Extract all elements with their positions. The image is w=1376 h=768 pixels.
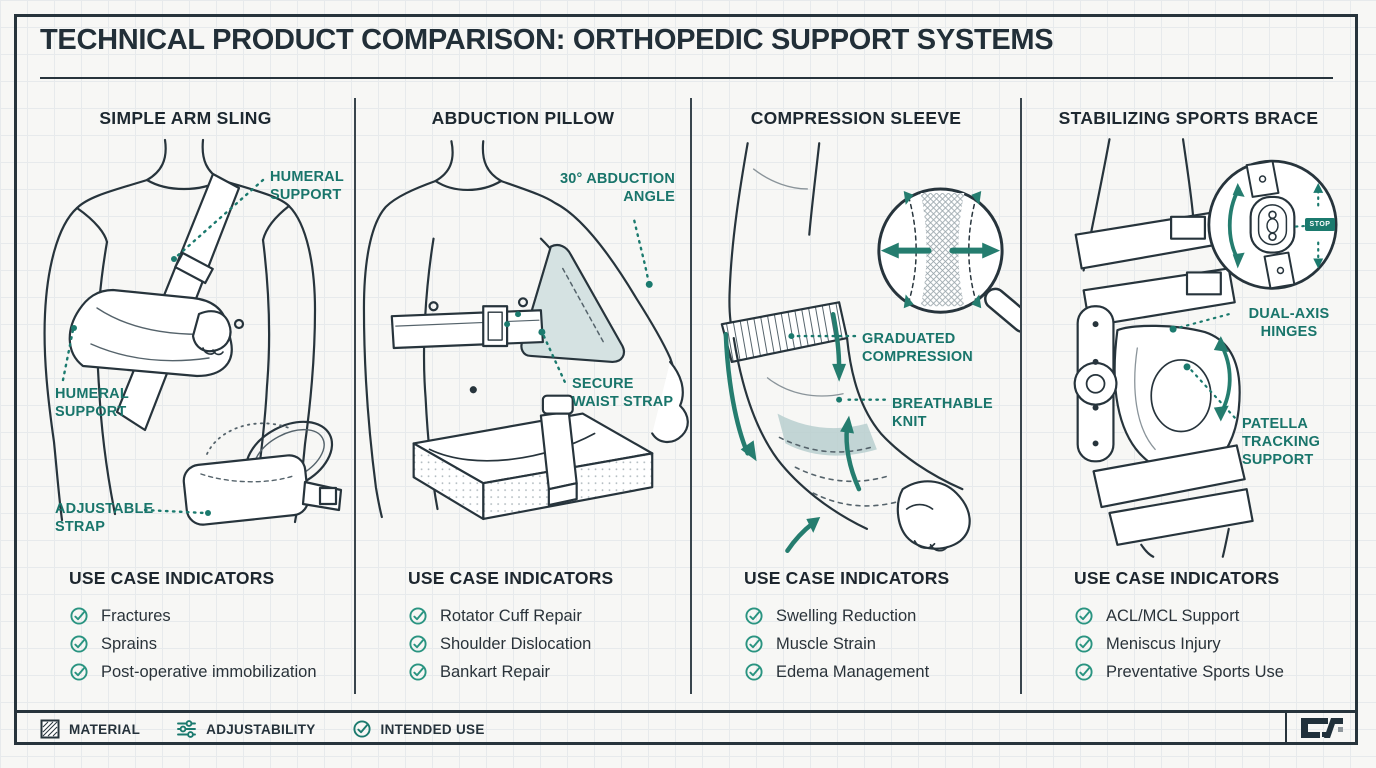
callout-graduated-compression: GRADUATED COMPRESSION [862, 331, 973, 366]
use-case-title: USE CASE INDICATORS [408, 568, 614, 588]
use-case-item: Fractures [69, 602, 348, 630]
title-underline [40, 77, 1333, 79]
legend-label: ADJUSTABILITY [206, 721, 316, 737]
callout-humeral-support-left: HUMERAL SUPPORT [55, 386, 129, 421]
use-case-item: Edema Management [744, 658, 1014, 686]
use-case-label: Post-operative immobilization [101, 662, 317, 681]
use-case-label: Muscle Strain [776, 634, 876, 653]
use-case-section: USE CASE INDICATORS Rotator Cuff Repair … [408, 568, 684, 686]
use-case-label: Edema Management [776, 662, 930, 681]
legend-item-intended-use: INTENDED USE [352, 719, 485, 739]
footer-divider [17, 710, 1355, 713]
callout-humeral-support-upper: HUMERAL SUPPORT [270, 169, 344, 204]
use-case-section: USE CASE INDICATORS Swelling Reduction M… [744, 568, 1014, 686]
check-circle-icon [409, 635, 427, 653]
use-case-label: Sprains [101, 634, 157, 653]
legend-item-adjustability: ADJUSTABILITY [176, 719, 315, 739]
use-case-label: Bankart Repair [440, 662, 551, 681]
use-case-item: ACL/MCL Support [1074, 602, 1349, 630]
logo-cell-divider [1285, 712, 1287, 743]
page-title: TECHNICAL PRODUCT COMPARISON: ORTHOPEDIC… [40, 24, 1054, 56]
column-header: ABDUCTION PILLOW [431, 108, 615, 128]
callout-dual-axis-hinges: DUAL-AXIS HINGES [1248, 306, 1330, 341]
use-case-item: Meniscus Injury [1074, 630, 1349, 658]
use-case-item: Post-operative immobilization [69, 658, 348, 686]
check-circle-icon [1075, 663, 1093, 681]
use-case-label: ACL/MCL Support [1106, 606, 1240, 625]
check-circle-icon [745, 663, 763, 681]
legend-item-material: MATERIAL [40, 719, 140, 739]
check-circle-icon [409, 663, 427, 681]
compression-sleeve-illustration [720, 142, 1020, 553]
comparison-columns: SIMPLE ARM SLING [17, 98, 1355, 694]
check-circle-icon [409, 607, 427, 625]
column-header: SIMPLE ARM SLING [99, 108, 272, 128]
callout-breathable-knit: BREATHABLE KNIT [892, 396, 993, 431]
column-compression-sleeve: COMPRESSION SLEEVE [690, 98, 1020, 694]
column-header: COMPRESSION SLEEVE [750, 108, 962, 128]
use-case-label: Swelling Reduction [776, 606, 917, 625]
use-case-label: Rotator Cuff Repair [440, 606, 582, 625]
use-case-label: Shoulder Dislocation [440, 634, 592, 653]
use-case-title: USE CASE INDICATORS [69, 568, 275, 588]
intended-use-check-icon [352, 720, 371, 738]
use-case-item: Muscle Strain [744, 630, 1014, 658]
use-case-label: Preventative Sports Use [1106, 662, 1284, 681]
use-case-item: Swelling Reduction [744, 602, 1014, 630]
outer-frame [14, 14, 1358, 745]
arm-sling-illustration [43, 138, 343, 526]
hinge-stop-label: STOP [1305, 218, 1335, 231]
use-case-item: Bankart Repair [408, 658, 684, 686]
use-case-item: Preventative Sports Use [1074, 658, 1349, 686]
callout-abduction-angle: 30° ABDUCTION ANGLE [559, 171, 675, 206]
check-circle-icon [1075, 607, 1093, 625]
check-circle-icon [70, 635, 88, 653]
column-abduction-pillow: ABDUCTION PILLOW [354, 98, 690, 694]
column-stabilizing-sports-brace: STABILIZING SPORTS BRACE [1020, 98, 1355, 694]
use-case-label: Fractures [101, 606, 171, 625]
abduction-pillow-illustration [362, 140, 689, 521]
material-swatch-icon [40, 719, 60, 739]
callout-patella-tracking-support: PATELLA TRACKING SUPPORT [1242, 416, 1321, 469]
knee-brace-illustration [1073, 138, 1338, 558]
check-circle-icon [70, 607, 88, 625]
use-case-section: USE CASE INDICATORS ACL/MCL Support Meni… [1074, 568, 1349, 686]
brand-logo-icon [1301, 718, 1343, 738]
legend-label: MATERIAL [69, 721, 141, 737]
check-circle-icon [70, 663, 88, 681]
check-circle-icon [745, 607, 763, 625]
adjustability-sliders-icon [177, 720, 197, 738]
column-header: STABILIZING SPORTS BRACE [1058, 108, 1319, 128]
callout-adjustable-strap: ADJUSTABLE STRAP [55, 501, 154, 536]
footer-legend: MATERIAL ADJUSTABILITY INTENDED USE [40, 716, 485, 742]
column-simple-arm-sling: SIMPLE ARM SLING [17, 98, 354, 694]
callout-secure-waist-strap: SECURE WAIST STRAP [572, 376, 674, 411]
use-case-label: Meniscus Injury [1106, 634, 1221, 653]
check-circle-icon [745, 635, 763, 653]
use-case-item: Rotator Cuff Repair [408, 602, 684, 630]
legend-label: INTENDED USE [380, 721, 485, 737]
use-case-item: Shoulder Dislocation [408, 630, 684, 658]
use-case-title: USE CASE INDICATORS [1074, 568, 1280, 588]
use-case-title: USE CASE INDICATORS [744, 568, 950, 588]
brand-logo [1298, 714, 1348, 742]
use-case-section: USE CASE INDICATORS Fractures Sprains Po… [69, 568, 348, 686]
check-circle-icon [1075, 635, 1093, 653]
use-case-item: Sprains [69, 630, 348, 658]
